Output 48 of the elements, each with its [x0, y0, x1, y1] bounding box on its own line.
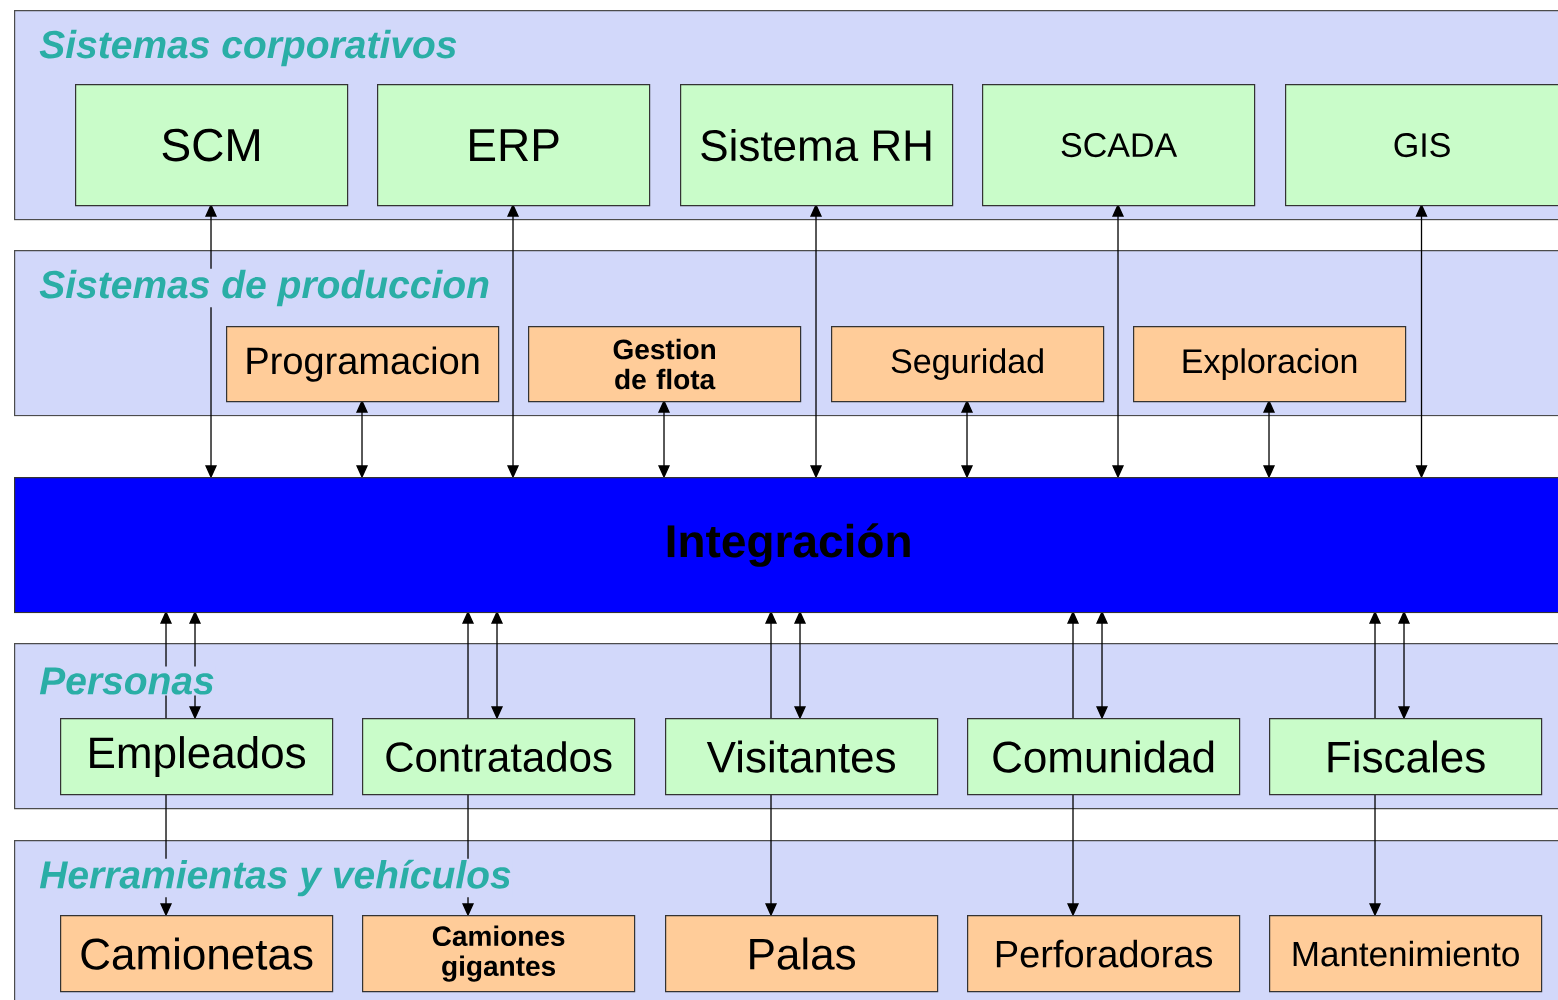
double-arrow [1067, 793, 1079, 916]
system-box: SCM [75, 84, 349, 207]
equipment-box: Palas [665, 915, 939, 993]
system-box: ERP [377, 84, 651, 207]
band-title: Sistemas de produccion [38, 268, 491, 308]
group-box: Visitantes [665, 718, 939, 796]
group-box: Contratados [362, 718, 636, 796]
band-title: Personas [38, 666, 216, 696]
double-arrow [462, 793, 474, 916]
double-arrow [356, 400, 368, 478]
group-box: Empleados [60, 718, 334, 796]
equipment-box: Perforadoras [967, 915, 1241, 993]
double-arrow [189, 611, 201, 719]
equipment-box: Camionetas [60, 915, 334, 993]
double-arrow [765, 611, 777, 719]
double-arrow [1415, 204, 1428, 478]
group-box: Fiscales [1269, 718, 1543, 796]
double-arrow [1369, 611, 1381, 719]
module-box: Seguridad [831, 326, 1105, 403]
band-title: Sistemas corporativos [38, 28, 459, 68]
double-arrow [658, 400, 670, 478]
double-arrow [1263, 400, 1275, 478]
double-arrow [160, 793, 172, 916]
equipment-box: Mantenimiento [1269, 915, 1543, 993]
double-arrow [1112, 204, 1124, 478]
double-arrow [1096, 611, 1108, 719]
double-arrow [462, 611, 474, 719]
double-arrow [810, 204, 822, 478]
module-box: Programacion [226, 326, 500, 403]
module-box: Exploracion [1133, 326, 1407, 403]
double-arrow [205, 204, 217, 478]
equipment-box: Camiones gigantes [362, 915, 636, 993]
double-arrow [1398, 611, 1410, 719]
double-arrow [765, 793, 777, 916]
system-box: SCADA [982, 84, 1256, 207]
system-box: GIS [1285, 84, 1558, 207]
integration-bar: Integración [14, 477, 1558, 614]
double-arrow [794, 611, 806, 719]
double-arrow [507, 204, 519, 478]
double-arrow [1067, 611, 1079, 719]
double-arrow [961, 400, 973, 478]
double-arrow [1369, 793, 1381, 916]
group-box: Comunidad [967, 718, 1241, 796]
double-arrow [160, 611, 172, 719]
double-arrow [491, 611, 503, 719]
module-box: Gestion de flota [528, 326, 802, 403]
system-box: Sistema RH [680, 84, 954, 207]
band-title: Herramientas y vehículos [38, 858, 513, 898]
